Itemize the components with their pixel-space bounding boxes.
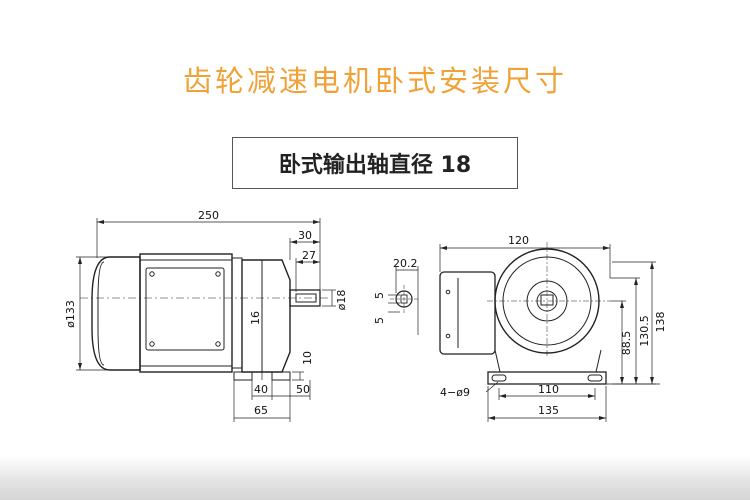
bottom-band (0, 456, 750, 500)
dim-key-lower: 5 (373, 317, 386, 324)
page-title: 齿轮减速电机卧式安装尺寸 (182, 64, 567, 98)
dim-overall-length: 250 (198, 209, 219, 222)
dim-foot-inner: 40 (254, 383, 268, 396)
dim-center-height: 88.5 (620, 331, 633, 356)
dim-motor-diameter: ø133 (64, 300, 77, 328)
dim-foot-total: 65 (254, 404, 268, 417)
dim-shaft-diameter: ø18 (335, 290, 348, 311)
subtitle-box: 卧式输出轴直径 18 (232, 137, 518, 189)
dim-key-length: 27 (302, 249, 316, 262)
dim-mount-holes: 4−ø9 (440, 386, 470, 399)
dim-shaft-center-height: 16 (249, 311, 262, 325)
dim-housing-height: 130.5 (638, 315, 651, 347)
dim-hole-spacing: 110 (538, 383, 559, 396)
side-view-motor (80, 253, 330, 381)
dim-total-height: 138 (654, 312, 667, 333)
shaft-section (390, 285, 418, 313)
dim-shaft-length: 30 (298, 229, 312, 242)
dim-key-width: 20.2 (393, 257, 418, 270)
dim-body-width: 120 (508, 234, 529, 247)
front-view (439, 242, 610, 385)
dim-key-upper: 5 (373, 292, 386, 299)
subtitle-text: 卧式输出轴直径 18 (278, 153, 472, 178)
dim-base-width: 135 (538, 404, 559, 417)
dim-foot-height: 10 (301, 351, 314, 365)
dimension-drawing: 250 30 27 ø18 ø133 16 10 40 50 65 20.2 5… (64, 209, 667, 422)
dim-foot-outer: 50 (296, 383, 310, 396)
